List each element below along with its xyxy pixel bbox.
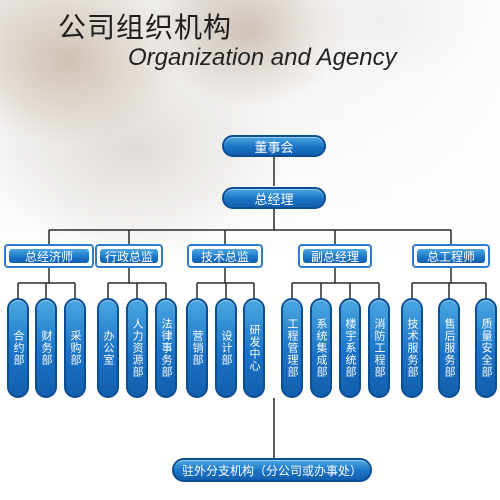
unit-marketing: 营销部 [186,298,208,398]
unit-building-systems: 楼宇系统部 [339,298,361,398]
unit-label: 采购部 [69,330,82,366]
dept-chief-engineer: 总工程师 [412,244,490,268]
unit-label: 财务部 [40,330,53,366]
unit-label: 设计部 [220,330,233,366]
unit-legal: 法律事务部 [155,298,177,398]
branch-label: 驻外分支机构（分公司或办事处） [181,463,362,478]
unit-tech-service: 技术服务部 [401,298,423,398]
unit-design: 设计部 [215,298,237,398]
unit-after-sales: 售后服务部 [438,298,460,398]
dept-label: 总经济师 [24,249,73,264]
gm-node: 总经理 [222,187,326,209]
dept-deputy-gm: 副总经理 [298,244,372,268]
dept-label: 技术总监 [200,249,249,264]
gm-label: 总经理 [254,192,294,208]
unit-label: 质量安全部 [480,318,493,378]
unit-office: 办公室 [97,298,119,398]
unit-label: 楼宇系统部 [344,318,357,378]
branch-node: 驻外分支机构（分公司或办事处） [172,458,372,482]
page-title-en: Organization and Agency [128,44,397,71]
unit-hr: 人力资源部 [126,298,148,398]
unit-rnd: 研发中心 [243,298,265,398]
unit-quality-safety: 质量安全部 [475,298,497,398]
unit-system-integration: 系统集成部 [310,298,332,398]
dept-label: 行政总监 [104,249,153,264]
dept-admin-director: 行政总监 [95,244,163,268]
unit-contracts: 合约部 [7,298,29,398]
unit-label: 营销部 [191,330,204,366]
unit-label: 法律事务部 [160,318,173,378]
unit-label: 技术服务部 [406,318,419,378]
unit-label: 人力资源部 [131,318,144,378]
dept-chief-economist: 总经济师 [4,244,94,268]
unit-procurement: 采购部 [64,298,86,398]
unit-engineering-mgmt: 工程管理部 [281,298,303,398]
dept-label: 副总经理 [310,249,359,264]
dept-tech-director: 技术总监 [187,244,263,268]
unit-finance: 财务部 [35,298,57,398]
board-label: 董事会 [254,140,294,156]
unit-label: 消防工程部 [373,318,386,378]
background-photo [0,0,500,260]
unit-label: 售后服务部 [443,318,456,378]
unit-fire-engineering: 消防工程部 [368,298,390,398]
dept-label: 总工程师 [426,249,475,264]
unit-label: 研发中心 [248,324,261,372]
page-title-cn: 公司组织机构 [58,11,233,44]
unit-label: 系统集成部 [315,318,328,378]
unit-label: 办公室 [102,330,115,366]
unit-label: 合约部 [12,330,25,366]
unit-label: 工程管理部 [286,318,299,378]
board-node: 董事会 [222,135,326,157]
